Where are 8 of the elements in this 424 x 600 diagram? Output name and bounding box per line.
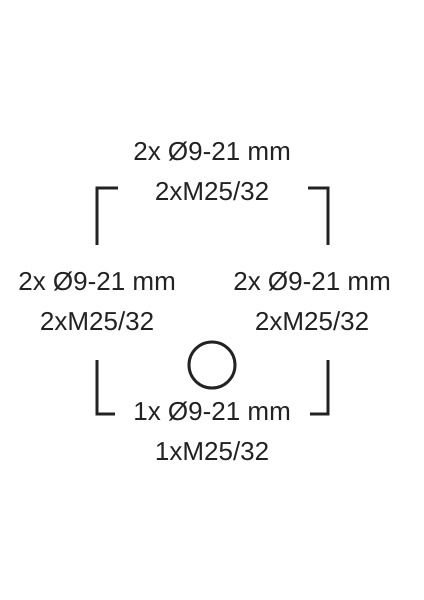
dimension-label: 2x Ø9-21 mm (133, 136, 291, 166)
dimension-label: 2x Ø9-21 mm (233, 266, 391, 296)
dimension-label: 2x Ø9-21 mm (18, 266, 176, 296)
dimension-label: 1x Ø9-21 mm (133, 396, 291, 426)
dimension-label: 2xM25/32 (154, 176, 270, 206)
dimension-label: 1xM25/32 (154, 436, 270, 466)
dimension-label: 2xM25/32 (254, 306, 370, 336)
dimension-label: 2xM25/32 (40, 306, 154, 336)
